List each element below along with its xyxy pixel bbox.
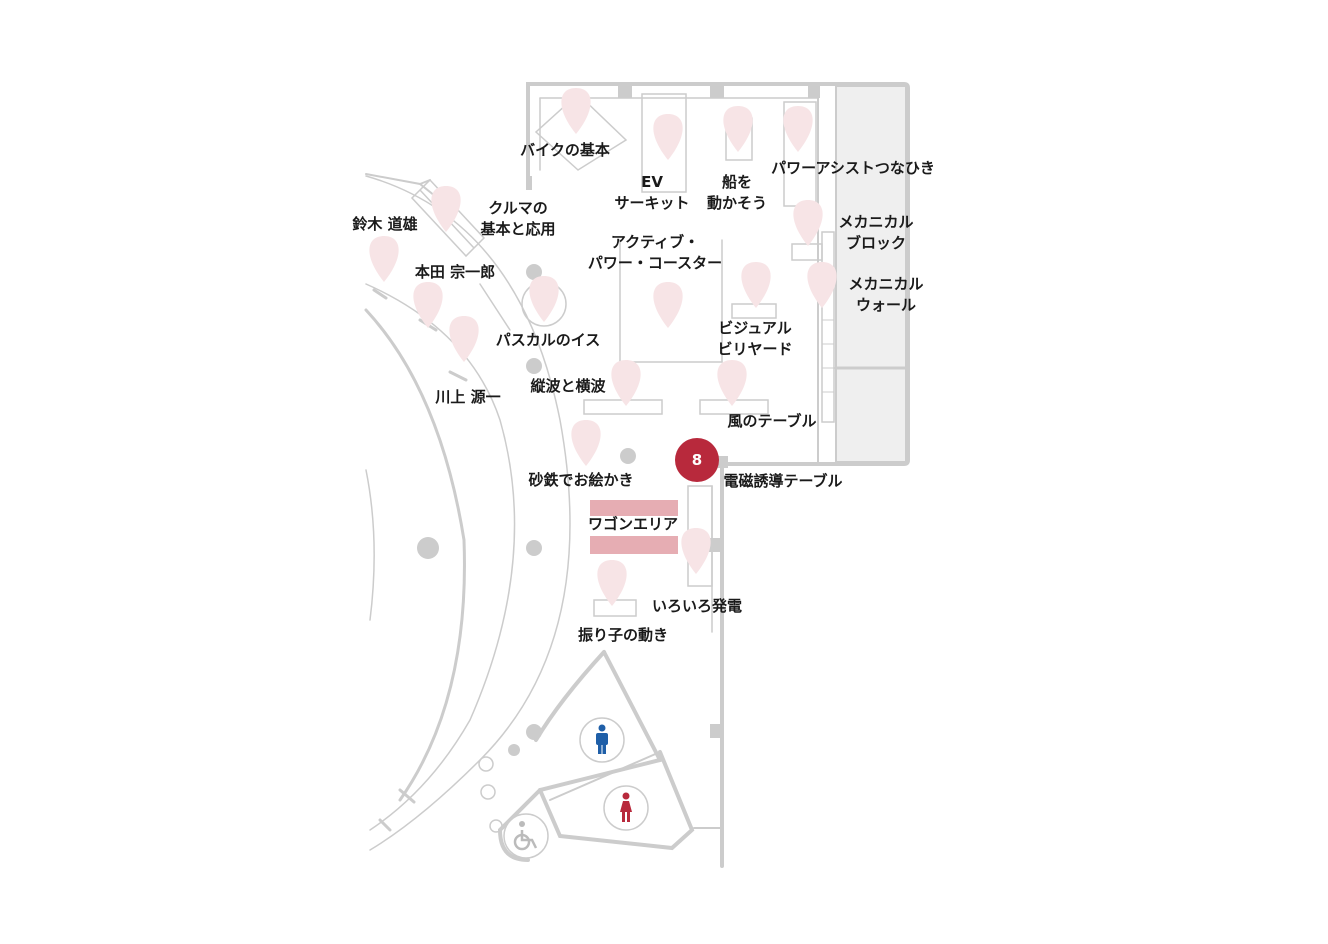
- location-pins: [369, 88, 837, 606]
- hall-details: [372, 288, 468, 832]
- label-power-generation[interactable]: いろいろ発電: [651, 597, 743, 615]
- wheelchair-icon: [513, 821, 538, 851]
- label-active-coaster[interactable]: アクティブ・ パワー・コースター: [587, 233, 723, 272]
- wall-blocks: [526, 84, 820, 738]
- pin-iron-sand: [571, 420, 601, 466]
- label-iron-sand[interactable]: 砂鉄でお絵かき: [528, 471, 634, 489]
- label-mechanical-wall[interactable]: メカニカル ウォール: [848, 275, 924, 314]
- current-location-marker[interactable]: [675, 438, 719, 482]
- pin-pascal: [529, 276, 559, 322]
- pin-honda: [413, 282, 443, 328]
- label-wind-table[interactable]: 風のテーブル: [727, 412, 817, 430]
- pin-coaster: [653, 282, 683, 328]
- label-wagon-area[interactable]: ワゴンエリア: [587, 515, 679, 533]
- pin-power-assist: [783, 106, 813, 152]
- label-ev-circuit[interactable]: EV サーキット: [614, 173, 690, 212]
- pin-ev: [653, 114, 683, 160]
- pin-billiards: [741, 262, 771, 308]
- pillars: [417, 264, 636, 756]
- pin-bike: [561, 88, 591, 134]
- pin-generation: [681, 528, 711, 574]
- current-location-number: 8: [691, 451, 703, 469]
- label-bike-basics[interactable]: バイクの基本: [520, 141, 610, 159]
- men-restroom-icon: [596, 724, 608, 754]
- pin-pendulum: [597, 560, 627, 606]
- pin-wind: [717, 360, 747, 406]
- restrooms: [497, 650, 723, 862]
- label-kawakami[interactable]: 川上 源一: [435, 388, 501, 406]
- pin-waves: [611, 360, 641, 406]
- label-visual-billiards[interactable]: ビジュアル ビリヤード: [717, 319, 793, 358]
- pin-car: [431, 186, 461, 232]
- label-suzuki[interactable]: 鈴木 道雄: [352, 215, 418, 233]
- pin-wall: [807, 262, 837, 308]
- pin-block: [793, 200, 823, 246]
- pin-kawakami: [449, 316, 479, 362]
- label-mechanical-block[interactable]: メカニカル ブロック: [838, 213, 914, 252]
- small-circles: [478, 281, 567, 833]
- label-power-assist[interactable]: パワーアシストつなひき: [771, 159, 935, 177]
- pin-suzuki: [369, 236, 399, 282]
- women-restroom-icon: [620, 792, 632, 822]
- wagon-area: [590, 500, 678, 554]
- label-move-ship[interactable]: 船を 動かそう: [706, 173, 768, 212]
- label-pascal-chair[interactable]: パスカルのイス: [495, 331, 601, 349]
- label-honda[interactable]: 本田 宗一郎: [414, 263, 496, 281]
- label-pendulum[interactable]: 振り子の動き: [577, 626, 669, 644]
- label-car-basics[interactable]: クルマの 基本と応用: [480, 199, 556, 238]
- label-induction-table[interactable]: 電磁誘導テーブル: [723, 472, 843, 490]
- label-waves[interactable]: 縦波と横波: [530, 377, 606, 395]
- pin-ship: [723, 106, 753, 152]
